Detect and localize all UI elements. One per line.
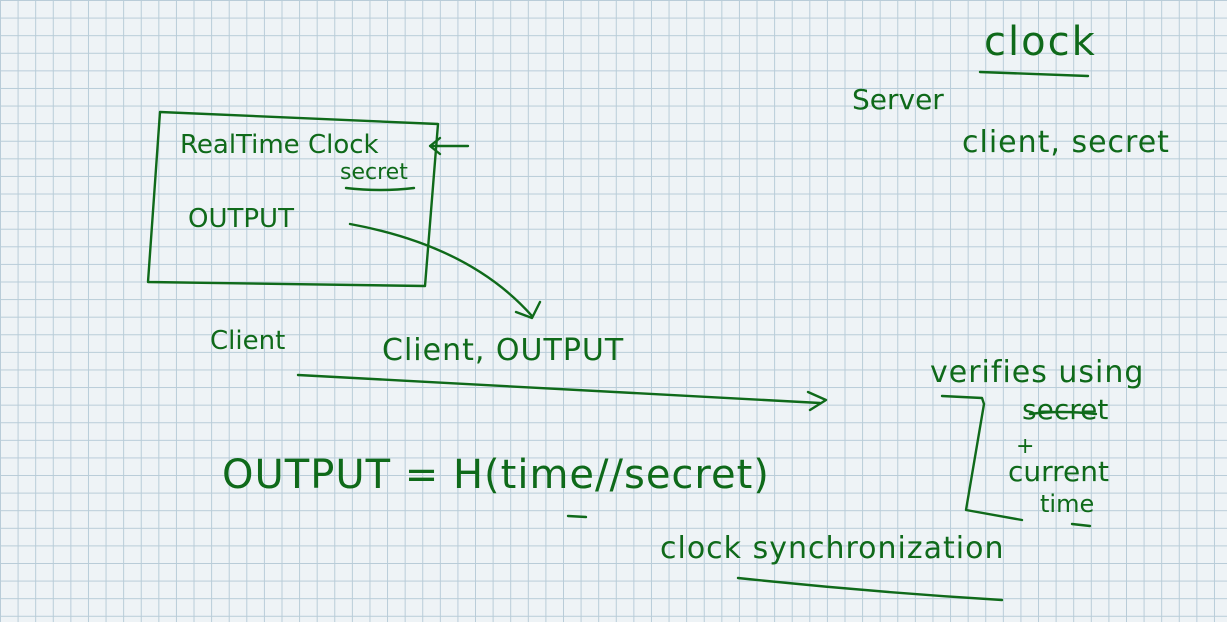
title-clock: clock [984,19,1097,65]
formula-time-underline [566,514,588,519]
client-label: Client [210,326,286,356]
device-label: RealTime Clock [180,130,379,160]
strike-mark [1028,410,1098,416]
footnote-text: clock synchronization [660,531,1005,566]
formula-text: OUTPUT = H(time//secret) [222,452,770,498]
device-box-outline [146,110,440,288]
send-arrow-line [296,373,828,412]
verify-item-secret: secret [1022,393,1109,426]
secret-underline [344,186,416,192]
verify-item-current: current [1008,455,1110,488]
verify-plus: + [1016,434,1035,459]
device-secret-text: secret [340,160,408,185]
verify-heading: verifies using [930,355,1145,390]
verify-item-time: time [1040,490,1095,518]
message-text: Client, OUTPUT [382,333,625,368]
server-label: Server [852,83,944,116]
server-knows-text: client, secret [962,125,1170,160]
device-output-text: OUTPUT [188,204,294,234]
clock-pointer-arrow [428,136,470,156]
verify-bracket [940,394,1024,522]
time-underline [1070,522,1092,528]
output-arrow [348,222,542,320]
title-underline [978,70,1090,78]
footnote-underline [736,576,1004,602]
